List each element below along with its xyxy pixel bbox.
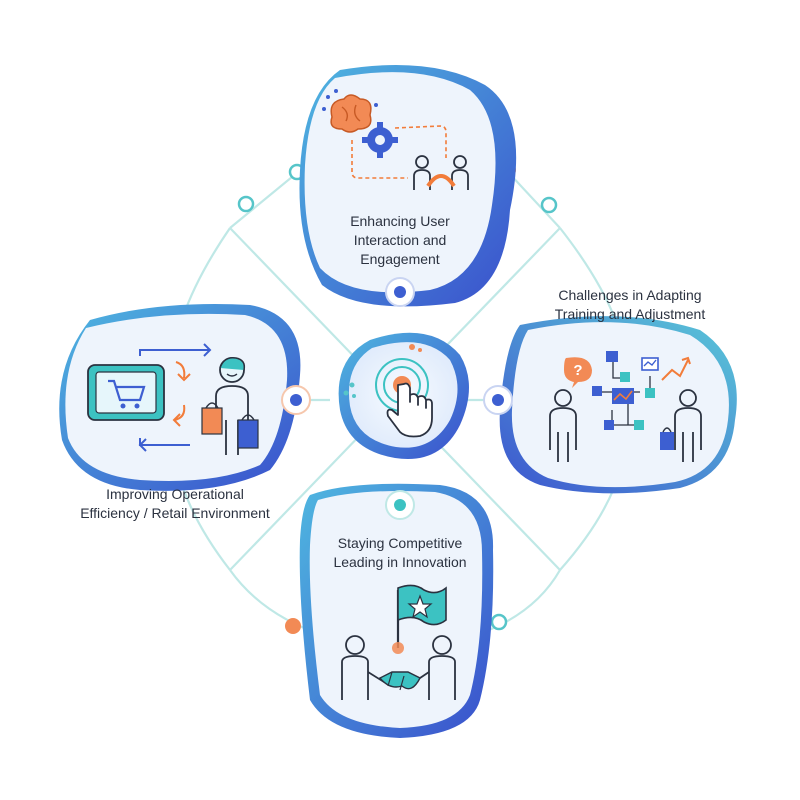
- anchor-pin-bottom: [385, 490, 415, 520]
- person-icon: [549, 389, 577, 462]
- node-label-left: Improving Operational Efficiency / Retai…: [70, 485, 280, 523]
- anchor-pin-top: [385, 277, 415, 307]
- node-card-left[interactable]: [59, 304, 301, 491]
- anchor-pin-left: [281, 385, 311, 415]
- person-with-bag-icon: [660, 389, 702, 462]
- user-group-icon: [413, 155, 469, 190]
- touch-tap-icon: [375, 358, 433, 438]
- gear-icon: [362, 122, 398, 158]
- svg-text:?: ?: [573, 362, 582, 379]
- star-flag-icon: [392, 584, 447, 654]
- label-line: Training and Adjustment: [554, 306, 706, 322]
- label-line: Engagement: [360, 251, 440, 267]
- node-card-bottom[interactable]: [299, 483, 494, 738]
- node-card-top[interactable]: [299, 65, 517, 307]
- person-icon: [341, 635, 456, 700]
- handshake-icon: [367, 671, 430, 691]
- label-line: Leading in Innovation: [333, 554, 467, 570]
- node-label-top: Enhancing User Interaction and Engagemen…: [320, 212, 480, 269]
- cycle-arrows-icon: [138, 343, 212, 452]
- flowchart-icon: [592, 351, 691, 430]
- question-bubble-icon: ?: [564, 357, 592, 388]
- label-line: Staying Competitive: [337, 535, 463, 551]
- center-node[interactable]: [338, 332, 469, 460]
- label-line: Efficiency / Retail Environment: [80, 505, 270, 521]
- label-line: Enhancing User: [350, 213, 450, 229]
- node-label-right: Challenges in Adapting Training and Adju…: [530, 286, 730, 324]
- node-card-right[interactable]: ?: [499, 316, 737, 494]
- tablet-cart-icon: [87, 364, 165, 421]
- label-line: Improving Operational: [106, 486, 244, 502]
- label-line: Interaction and: [353, 232, 447, 248]
- label-line: Challenges in Adapting: [558, 287, 702, 303]
- shopping-bags-icon: [201, 402, 259, 449]
- anchor-pin-right: [483, 385, 513, 415]
- node-label-bottom: Staying Competitive Leading in Innovatio…: [320, 534, 480, 572]
- brain-icon: [322, 89, 378, 133]
